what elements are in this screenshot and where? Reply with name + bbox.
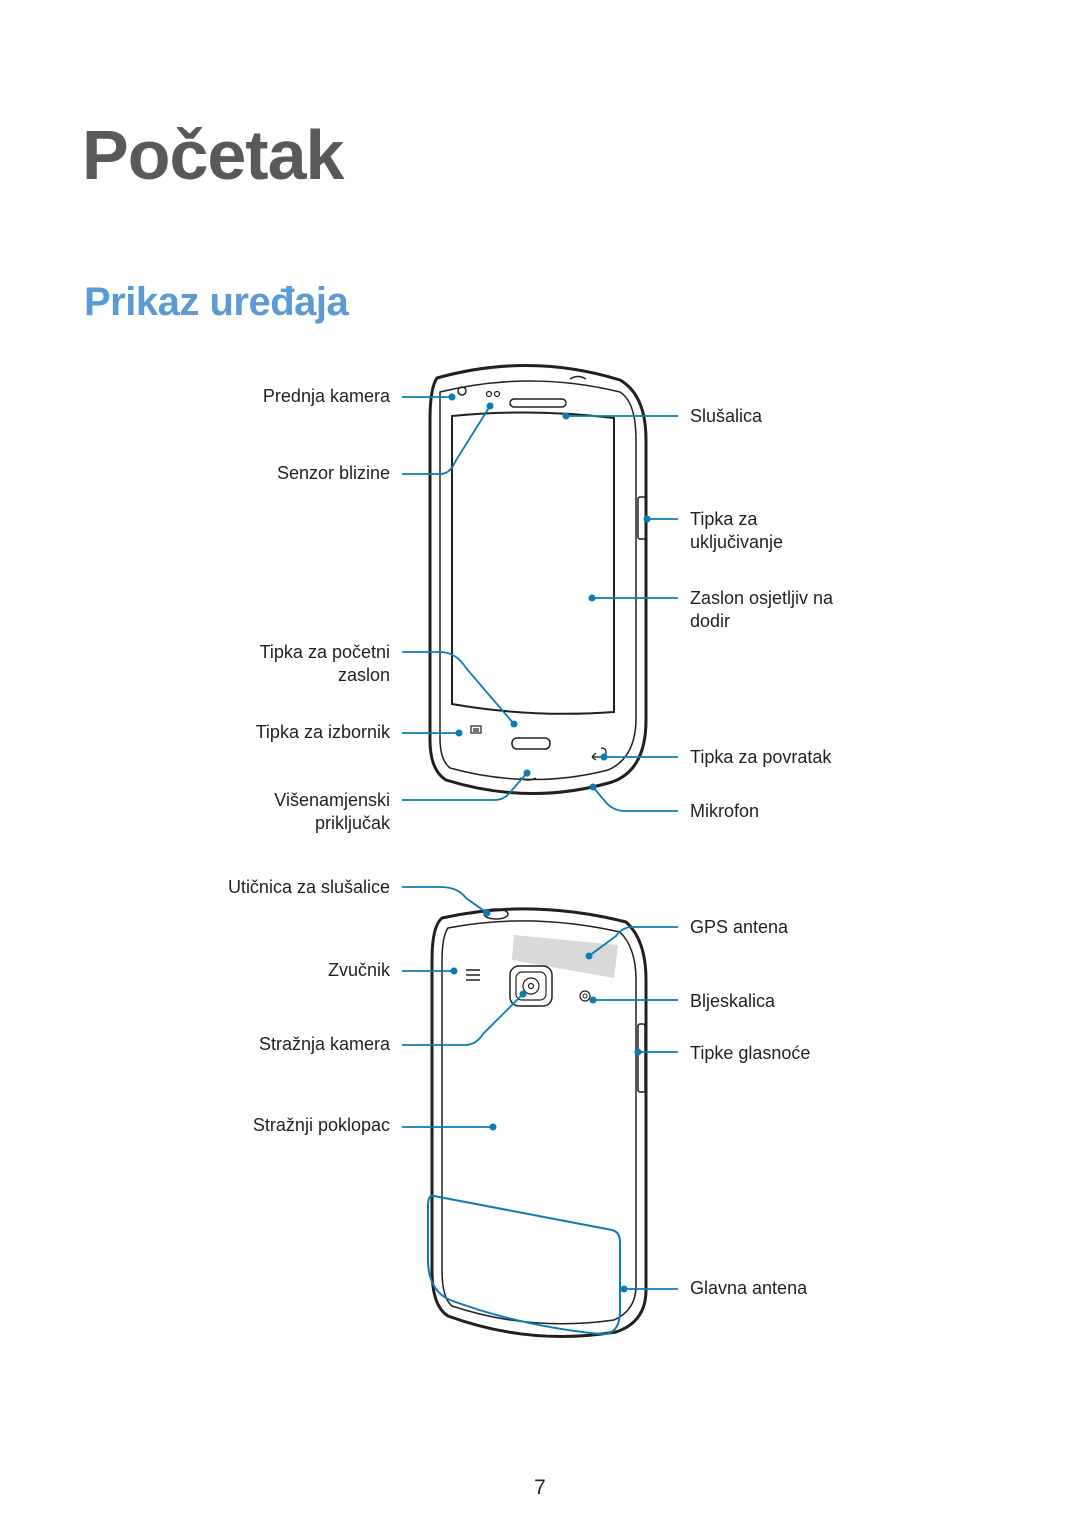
callout-dots (448, 393, 651, 1293)
label-volume-key: Tipke glasnoće (690, 1043, 811, 1063)
label-speaker: Zvučnik (327, 960, 390, 980)
page-number: 7 (534, 1476, 546, 1499)
menu-key-icon (470, 725, 482, 734)
label-back-key: Tipka za povratak (690, 747, 832, 767)
section-title: Prikaz uređaja (84, 280, 349, 324)
label-front-camera: Prednja kamera (262, 386, 390, 406)
label-headset-jack: Utičnica za slušalice (227, 877, 390, 897)
label-earpiece: Slušalica (690, 406, 763, 426)
label-back-cover: Stražnji poklopac (252, 1115, 390, 1135)
main-antenna-outline (427, 1194, 621, 1336)
callout-lines (402, 396, 678, 1290)
label-power-key: Tipka za uključivanje (690, 509, 784, 552)
label-microphone: Mikrofon (690, 801, 760, 821)
label-gps-antenna: GPS antena (690, 917, 789, 937)
label-proximity-sensor: Senzor blizine (276, 463, 390, 483)
label-rear-camera: Stražnja kamera (258, 1034, 390, 1054)
label-main-antenna: Glavna antena (690, 1278, 808, 1298)
label-home-key: Tipka za početni zaslon (259, 642, 390, 685)
label-multipurpose-jack: Višenamjenski priključak (274, 790, 390, 833)
label-menu-key: Tipka za izbornik (255, 722, 390, 742)
label-touch-screen: Zaslon osjetljiv na dodir (690, 588, 834, 631)
chapter-title: Početak (82, 116, 344, 194)
back-device-illustration (430, 907, 648, 1338)
front-device-illustration (428, 364, 648, 795)
label-flash: Bljeskalica (690, 991, 776, 1011)
